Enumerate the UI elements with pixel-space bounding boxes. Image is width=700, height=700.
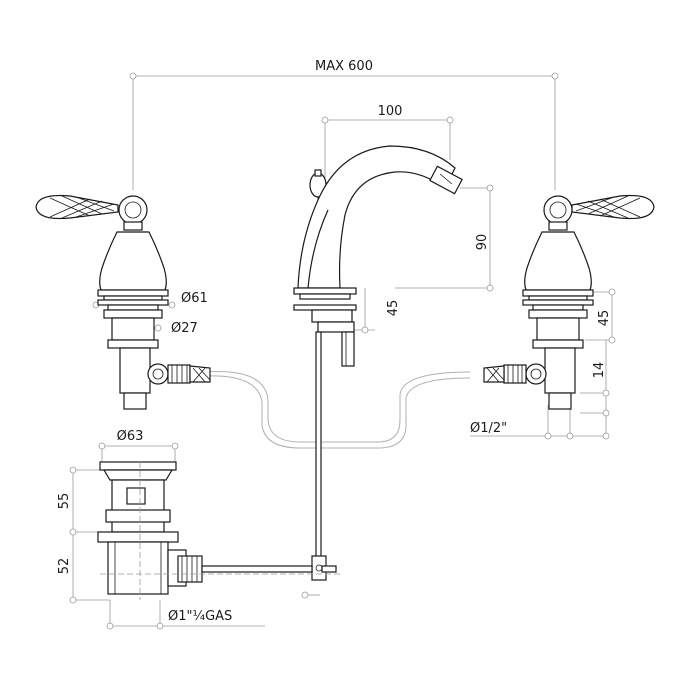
dimension-labels: MAX 600 100 90 45 Ø61 Ø27 45 14 Ø1/2" Ø6… <box>57 59 612 624</box>
label-valve-height: 45 <box>597 310 612 327</box>
label-handle-stem-dia: Ø27 <box>171 321 198 336</box>
left-bell <box>99 231 167 291</box>
label-inlet-thread: Ø1/2" <box>470 421 507 436</box>
label-waste-upper: 55 <box>57 493 72 510</box>
label-handle-base-dia: Ø61 <box>181 291 208 306</box>
label-spout-base: 45 <box>386 300 401 317</box>
label-waste-lower: 52 <box>57 558 72 575</box>
left-handle-valve <box>35 194 211 410</box>
centerlines <box>100 462 340 600</box>
pop-up-waste <box>97 461 337 595</box>
label-spout-height: 90 <box>475 234 490 251</box>
label-waste-dia: Ø63 <box>117 429 144 444</box>
flexible-hoses <box>204 371 471 449</box>
right-handle-valve <box>483 194 655 410</box>
right-bell <box>524 231 592 291</box>
spout <box>293 145 463 581</box>
label-valve-offset: 14 <box>592 362 607 379</box>
label-spout-reach: 100 <box>378 104 403 119</box>
label-max-span: MAX 600 <box>315 59 373 74</box>
dimension-lines <box>69 72 616 630</box>
label-waste-thread: Ø1"¼GAS <box>168 609 232 624</box>
